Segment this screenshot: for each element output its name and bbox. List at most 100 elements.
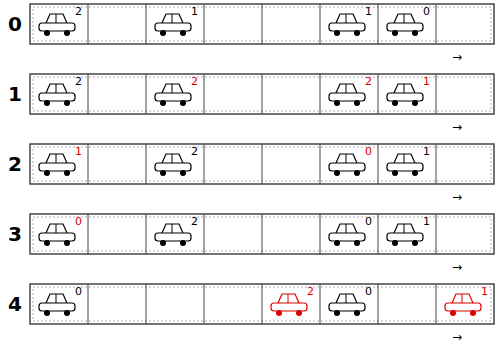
car-wheel [412, 240, 418, 246]
cell-divider [146, 214, 147, 254]
car-wheel [354, 240, 360, 246]
car-roof [46, 154, 67, 163]
car-wheel [160, 240, 166, 246]
car-wheel [180, 100, 186, 106]
car-body [329, 93, 365, 101]
velocity-number: 1 [75, 146, 82, 157]
car-roof [394, 84, 415, 93]
car-window [172, 14, 173, 23]
car-roof [336, 154, 357, 163]
car-body [39, 23, 75, 31]
car-window [346, 14, 347, 23]
velocity-number: 0 [365, 216, 372, 227]
car-wheel [276, 310, 282, 316]
car-window [56, 154, 57, 163]
car-body [39, 233, 75, 241]
car-wheel [354, 310, 360, 316]
cell-divider [146, 284, 147, 324]
car-roof [394, 14, 415, 23]
car-wheel [44, 100, 50, 106]
car-body [39, 93, 75, 101]
car-wheel [392, 30, 398, 36]
car-window [346, 224, 347, 233]
car-wheel [180, 30, 186, 36]
velocity-number: 2 [75, 6, 82, 17]
car-wheel [412, 30, 418, 36]
cell-divider [378, 144, 379, 184]
car-wheel [354, 100, 360, 106]
car-window [56, 294, 57, 303]
road-strip [30, 144, 494, 184]
car-body [155, 93, 191, 101]
car-body [387, 163, 423, 171]
cell-divider [88, 284, 89, 324]
car-wheel [296, 310, 302, 316]
velocity-number: 0 [75, 286, 82, 297]
car-wheel [44, 30, 50, 36]
cell-divider [262, 4, 263, 44]
car-window [404, 84, 405, 93]
car-window [56, 14, 57, 23]
car-roof [162, 154, 183, 163]
car-wheel [392, 240, 398, 246]
car-body [39, 163, 75, 171]
car-wheel [392, 170, 398, 176]
cell-divider [378, 74, 379, 114]
velocity-number: 1 [481, 286, 488, 297]
car-wheel [450, 310, 456, 316]
velocity-number: 1 [423, 216, 430, 227]
car-wheel [354, 170, 360, 176]
cell-divider [378, 4, 379, 44]
cell-divider [320, 284, 321, 324]
velocity-number: 1 [191, 6, 198, 17]
car-body [155, 23, 191, 31]
cell-divider [204, 284, 205, 324]
car-roof [162, 224, 183, 233]
car-wheel [160, 170, 166, 176]
cell-divider [88, 4, 89, 44]
car-wheel [334, 100, 340, 106]
cell-divider [146, 4, 147, 44]
car-roof [46, 14, 67, 23]
road-strip [30, 284, 494, 324]
velocity-number: 0 [75, 216, 82, 227]
cell-divider [436, 4, 437, 44]
velocity-number: 0 [365, 286, 372, 297]
car-roof [162, 84, 183, 93]
car-window [172, 224, 173, 233]
car-roof [278, 294, 299, 303]
road-strip [30, 4, 494, 44]
row-number: 1 [8, 84, 22, 104]
car-wheel [470, 310, 476, 316]
car-wheel [180, 240, 186, 246]
car-body [271, 303, 307, 311]
road-strip [30, 74, 494, 114]
car-window [172, 154, 173, 163]
car-roof [452, 294, 473, 303]
cell-divider [436, 144, 437, 184]
velocity-number: 2 [75, 76, 82, 87]
car-body [329, 23, 365, 31]
cell-divider [436, 74, 437, 114]
car-roof [336, 14, 357, 23]
car-wheel [44, 170, 50, 176]
cell-divider [262, 74, 263, 114]
car-roof [162, 14, 183, 23]
car-roof [394, 224, 415, 233]
cell-divider [320, 74, 321, 114]
car-roof [46, 294, 67, 303]
car-wheel [64, 100, 70, 106]
cell-divider [378, 284, 379, 324]
car-wheel [412, 170, 418, 176]
velocity-number: 0 [423, 6, 430, 17]
cell-divider [88, 74, 89, 114]
cell-divider [436, 284, 437, 324]
velocity-number: 2 [365, 76, 372, 87]
car-body [387, 93, 423, 101]
car-wheel [334, 310, 340, 316]
car-wheel [160, 100, 166, 106]
car-window [346, 294, 347, 303]
car-body [39, 303, 75, 311]
cell-divider [204, 144, 205, 184]
